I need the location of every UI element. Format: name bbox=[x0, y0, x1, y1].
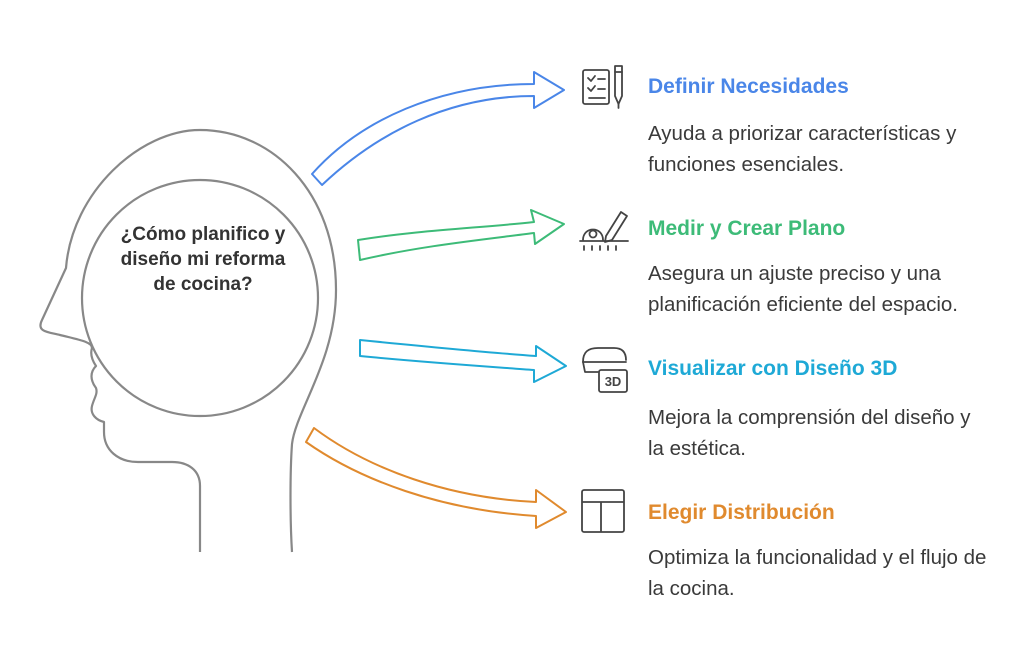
arrow-medir bbox=[357, 209, 565, 261]
central-question: ¿Cómo planifico y diseño mi reforma de c… bbox=[120, 224, 286, 295]
item-title-elegir-distribucion: Elegir Distribución bbox=[648, 501, 835, 524]
3d-glasses-icon: 3D bbox=[582, 347, 628, 393]
head-silhouette bbox=[39, 128, 338, 553]
measure-pencil-icon bbox=[579, 211, 629, 251]
item-title-visualizar-3d: Visualizar con Diseño 3D bbox=[648, 357, 898, 380]
svg-text:3D: 3D bbox=[605, 374, 622, 389]
question-circle bbox=[80, 178, 320, 418]
arrow-elegir bbox=[305, 427, 567, 529]
item-title-medir-plano: Medir y Crear Plano bbox=[648, 217, 846, 240]
item-description-elegir-distribucion: Optimiza la funcionalidad y el flujo de … bbox=[648, 546, 987, 600]
checklist-pen-icon bbox=[582, 65, 623, 109]
arrow-definir bbox=[311, 71, 565, 186]
item-description-definir-necesidades: Ayuda a priorizar características y func… bbox=[648, 122, 957, 176]
arrow-visualizar bbox=[359, 339, 567, 383]
item-description-visualizar-3d: Mejora la comprensión del diseño y la es… bbox=[648, 406, 971, 460]
layout-icon bbox=[581, 489, 625, 533]
item-description-medir-plano: Asegura un ajuste preciso y una planific… bbox=[648, 262, 958, 316]
item-title-definir-necesidades: Definir Necesidades bbox=[648, 75, 849, 98]
